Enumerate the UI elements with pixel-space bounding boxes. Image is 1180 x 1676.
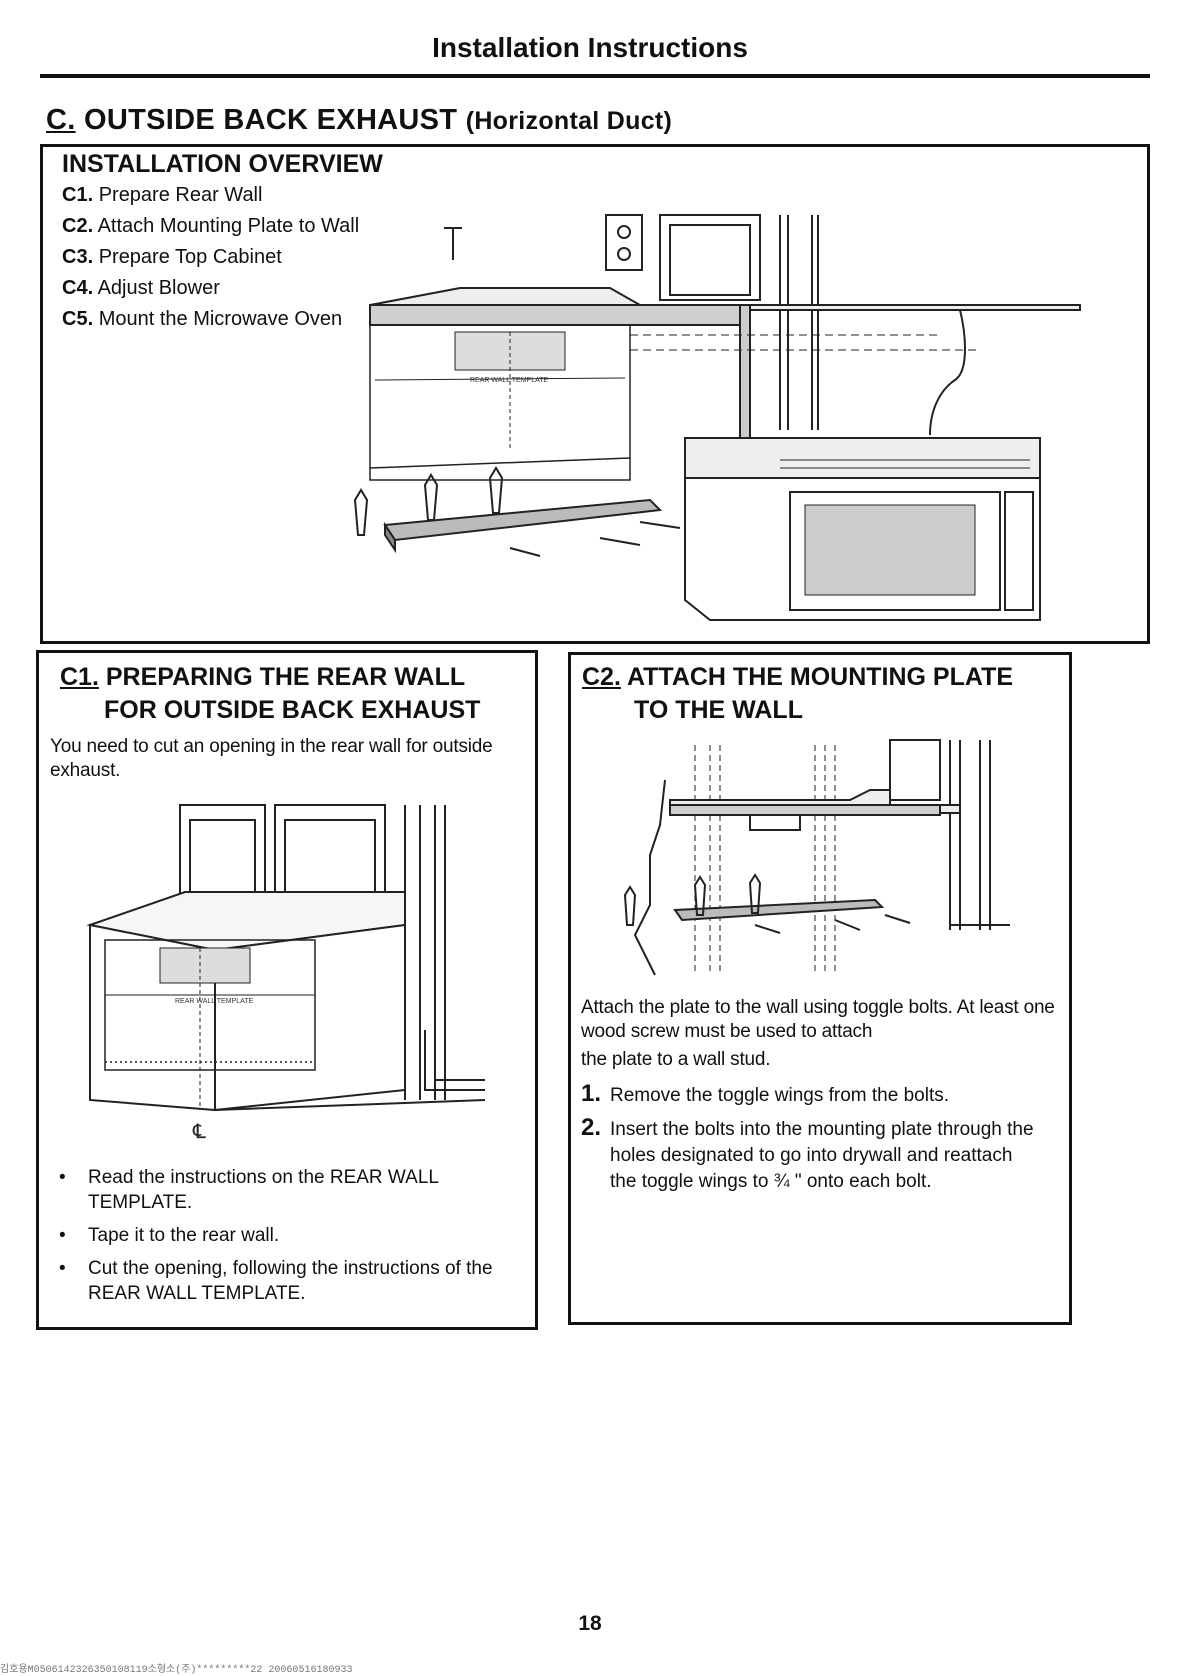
- overview-illustration: REAR WALL TEMPLATE: [353, 214, 1081, 621]
- c2-steps: 1.Remove the toggle wings from the bolts…: [581, 1080, 1041, 1203]
- section-title: C. OUTSIDE BACK EXHAUST (Horizontal Duct…: [46, 104, 672, 137]
- c1-title: C1. PREPARING THE REAR WALL: [60, 661, 465, 694]
- c2-para2: the plate to a wall stud.: [581, 1049, 771, 1070]
- c1-bullet: Cut the opening, following the instructi…: [50, 1256, 520, 1306]
- page-header: Installation Instructions: [432, 32, 748, 63]
- c1-bullet: Read the instructions on the REAR WALL T…: [50, 1165, 520, 1215]
- c2-step: 2.Insert the bolts into the mounting pla…: [581, 1114, 1034, 1193]
- c2-box: [568, 652, 1072, 1325]
- c2-title-line1: ATTACH THE MOUNTING PLATE: [626, 663, 1014, 691]
- page-number: 18: [578, 1612, 602, 1635]
- header-rule: [40, 74, 1150, 78]
- overview-step: C4. Adjust Blower: [62, 277, 220, 299]
- c1-intro: You need to cut an opening in the rear w…: [50, 736, 493, 781]
- overview-steps: C1. Prepare Rear Wall C2. Attach Mountin…: [62, 180, 359, 335]
- overview-step: C5. Mount the Microwave Oven: [62, 308, 343, 330]
- c2-title: C2. ATTACH THE MOUNTING PLATE: [582, 661, 1013, 694]
- footer-code: 김호용M0506142326350108119소형소(주)*********22…: [0, 1665, 353, 1676]
- c1-box: [36, 650, 538, 1330]
- section-subtitle: (Horizontal Duct): [465, 107, 673, 135]
- centerline-symbol: ℄: [192, 1119, 206, 1140]
- section-letter: C.: [46, 104, 76, 136]
- overview-template-label: REAR WALL TEMPLATE: [470, 377, 549, 384]
- c2-para1: Attach the plate to the wall using toggl…: [581, 997, 1055, 1042]
- c2-title-line2: TO THE WALL: [634, 696, 803, 724]
- c1-number: C1.: [60, 663, 99, 691]
- overview-step: C3. Prepare Top Cabinet: [62, 246, 282, 268]
- c1-title-line1: PREPARING THE REAR WALL: [105, 663, 466, 691]
- c1-bullet: Tape it to the rear wall.: [50, 1223, 520, 1248]
- c1-illustration: REAR WALL TEMPLATE ℄: [86, 804, 486, 1140]
- c1-template-label: REAR WALL TEMPLATE: [175, 998, 254, 1005]
- overview-title: INSTALLATION OVERVIEW: [62, 150, 383, 178]
- c1-bullets: Read the instructions on the REAR WALL T…: [50, 1165, 520, 1314]
- c2-number: C2.: [582, 663, 621, 691]
- c1-title-line2: FOR OUTSIDE BACK EXHAUST: [104, 696, 481, 724]
- c2-step: 1.Remove the toggle wings from the bolts…: [581, 1080, 950, 1107]
- c2-illustration: [623, 739, 1010, 976]
- section-title-text: OUTSIDE BACK EXHAUST: [83, 104, 458, 136]
- overview-step: C1. Prepare Rear Wall: [62, 184, 263, 206]
- overview-box: [40, 144, 1150, 644]
- overview-step: C2. Attach Mounting Plate to Wall: [62, 215, 360, 237]
